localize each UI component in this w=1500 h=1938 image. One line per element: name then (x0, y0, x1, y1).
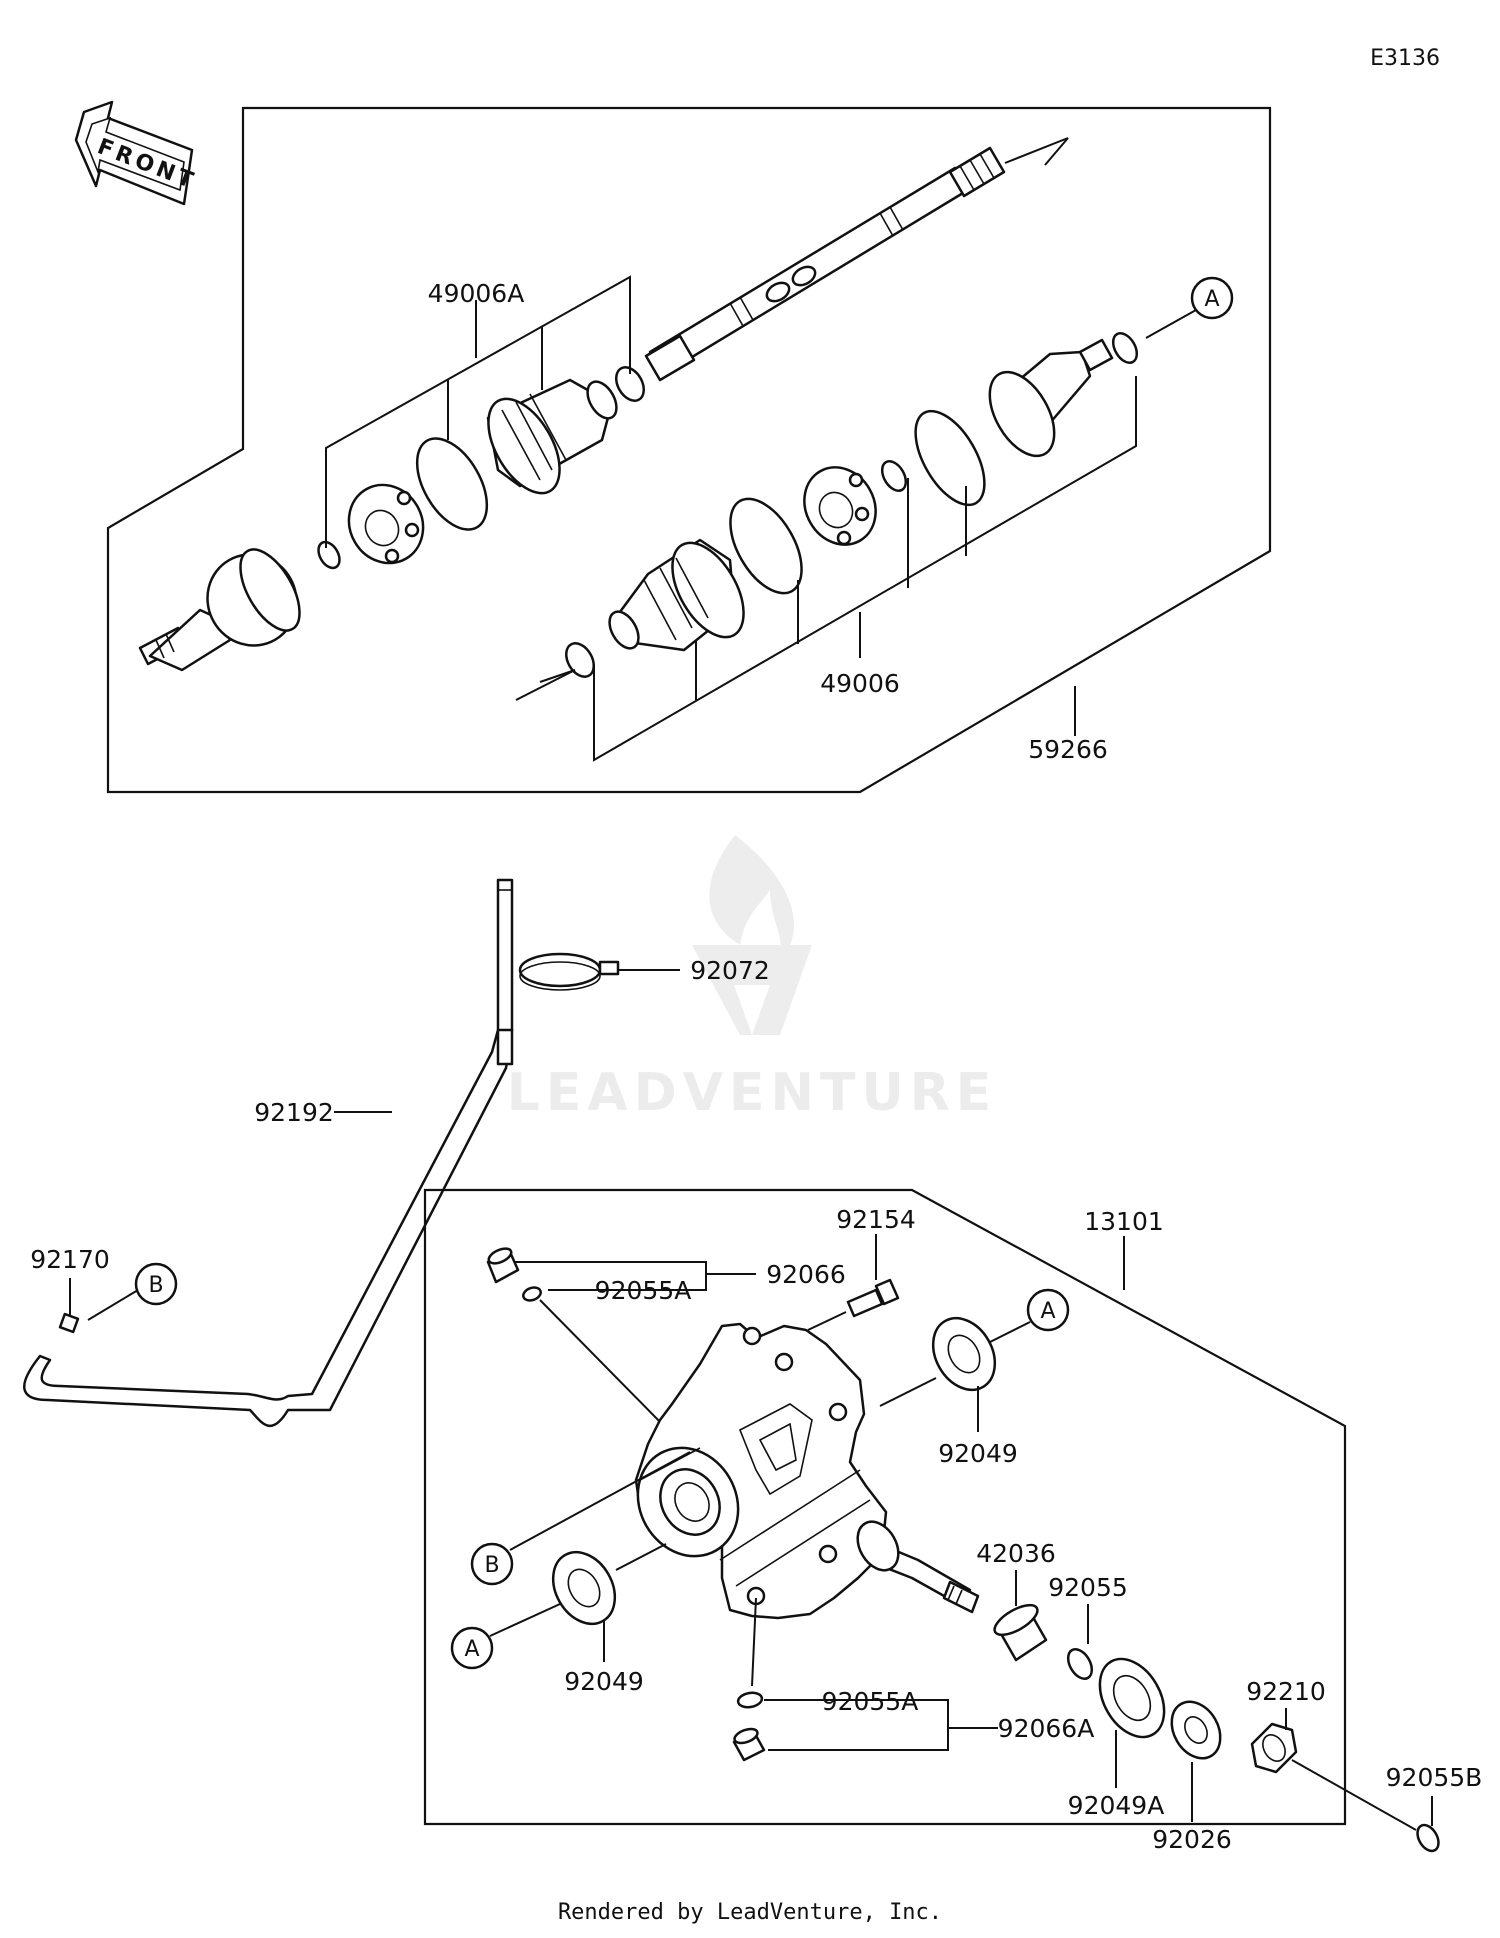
marker-b-center-label: B (484, 1553, 499, 1578)
plug-92066 (486, 1247, 520, 1284)
outer-cv-joint (138, 548, 301, 672)
callout-92192: 92192 (254, 1098, 334, 1127)
seal-92049A (1098, 1657, 1166, 1739)
marker-b-left (134, 1262, 178, 1306)
marker-a-right-label: A (1040, 1299, 1055, 1324)
callout-92055: 92055 (1048, 1573, 1128, 1602)
oring-92055 (1066, 1648, 1094, 1680)
callout-42036: 42036 (976, 1539, 1056, 1568)
callout-92055B: 92055B (1386, 1763, 1483, 1792)
collar-42036 (993, 1603, 1048, 1662)
marker-a-left (450, 1626, 494, 1670)
marker-a-top-label: A (1204, 287, 1219, 312)
bolt-92154 (846, 1278, 900, 1318)
callout-92154: 92154 (836, 1205, 916, 1234)
nut-92210 (1250, 1722, 1298, 1774)
callout-92049A: 92049A (1068, 1791, 1165, 1820)
boot-49006A (486, 378, 618, 495)
front-arrow-icon: FRONT (74, 100, 200, 206)
marker-b-left-label: B (148, 1273, 163, 1298)
small-band-left (615, 366, 645, 402)
oring-92055A-bottom (736, 1691, 764, 1709)
callout-92210: 92210 (1246, 1677, 1326, 1706)
frame-drive-shaft (106, 106, 1272, 794)
footer-credit: Rendered by LeadVenture, Inc. (557, 1900, 943, 1925)
circlip-left (317, 540, 341, 570)
inner-race-right (803, 466, 877, 546)
diagram-ref-code: E3136 (1370, 46, 1440, 71)
callout-49006: 49006 (820, 669, 900, 698)
oring-92055B (1416, 1823, 1440, 1853)
breather-hose (23, 878, 514, 1427)
clip-92170 (58, 1312, 80, 1334)
callout-92026: 92026 (1152, 1825, 1232, 1854)
circlip-right (1111, 332, 1139, 364)
boot-49006 (608, 538, 745, 652)
callout-92170: 92170 (30, 1245, 110, 1274)
boot-band-right (729, 497, 803, 595)
callout-92066A: 92066A (998, 1714, 1095, 1743)
frame-gear-case (423, 1188, 1347, 1826)
marker-a-top (1190, 276, 1234, 320)
hose-clamp (518, 952, 620, 991)
leader-49006 (593, 376, 1137, 762)
washer-92026 (1170, 1700, 1222, 1760)
callout-92049-bottom: 92049 (564, 1667, 644, 1696)
callout-13101: 13101 (1084, 1207, 1164, 1236)
callout-92072: 92072 (690, 956, 770, 985)
small-band-right (565, 642, 595, 678)
marker-b-center (470, 1542, 514, 1586)
inner-cv-joint (988, 338, 1114, 458)
watermark-text: LEADVENTURE (507, 1063, 998, 1123)
watermark-logo: LEADVENTURE (507, 835, 998, 1123)
seal-92049-top (931, 1316, 997, 1392)
leader-92066A-bracket (764, 1699, 949, 1751)
callout-92055A-top: 92055A (595, 1276, 692, 1305)
plug-92066A (732, 1727, 766, 1762)
marker-a-left-label: A (464, 1637, 479, 1662)
leader-92066-bracket (514, 1261, 707, 1291)
seal-92049-bottom (551, 1550, 617, 1626)
oring-92055A-top (522, 1286, 542, 1302)
boot-band-left (415, 437, 489, 531)
callout-92066: 92066 (766, 1260, 846, 1289)
callout-59266: 59266 (1028, 735, 1108, 764)
callout-92055A-bottom: 92055A (822, 1687, 919, 1716)
circlip-mid (880, 460, 908, 492)
gear-case-body (634, 1322, 980, 1620)
marker-a-right (1026, 1288, 1070, 1332)
callout-49006A: 49006A (428, 279, 525, 308)
axle-shaft (644, 137, 1069, 382)
large-clip (914, 409, 986, 507)
inner-race-left (347, 483, 425, 565)
callout-92049-top: 92049 (938, 1439, 1018, 1468)
leader-49006A (325, 275, 631, 548)
